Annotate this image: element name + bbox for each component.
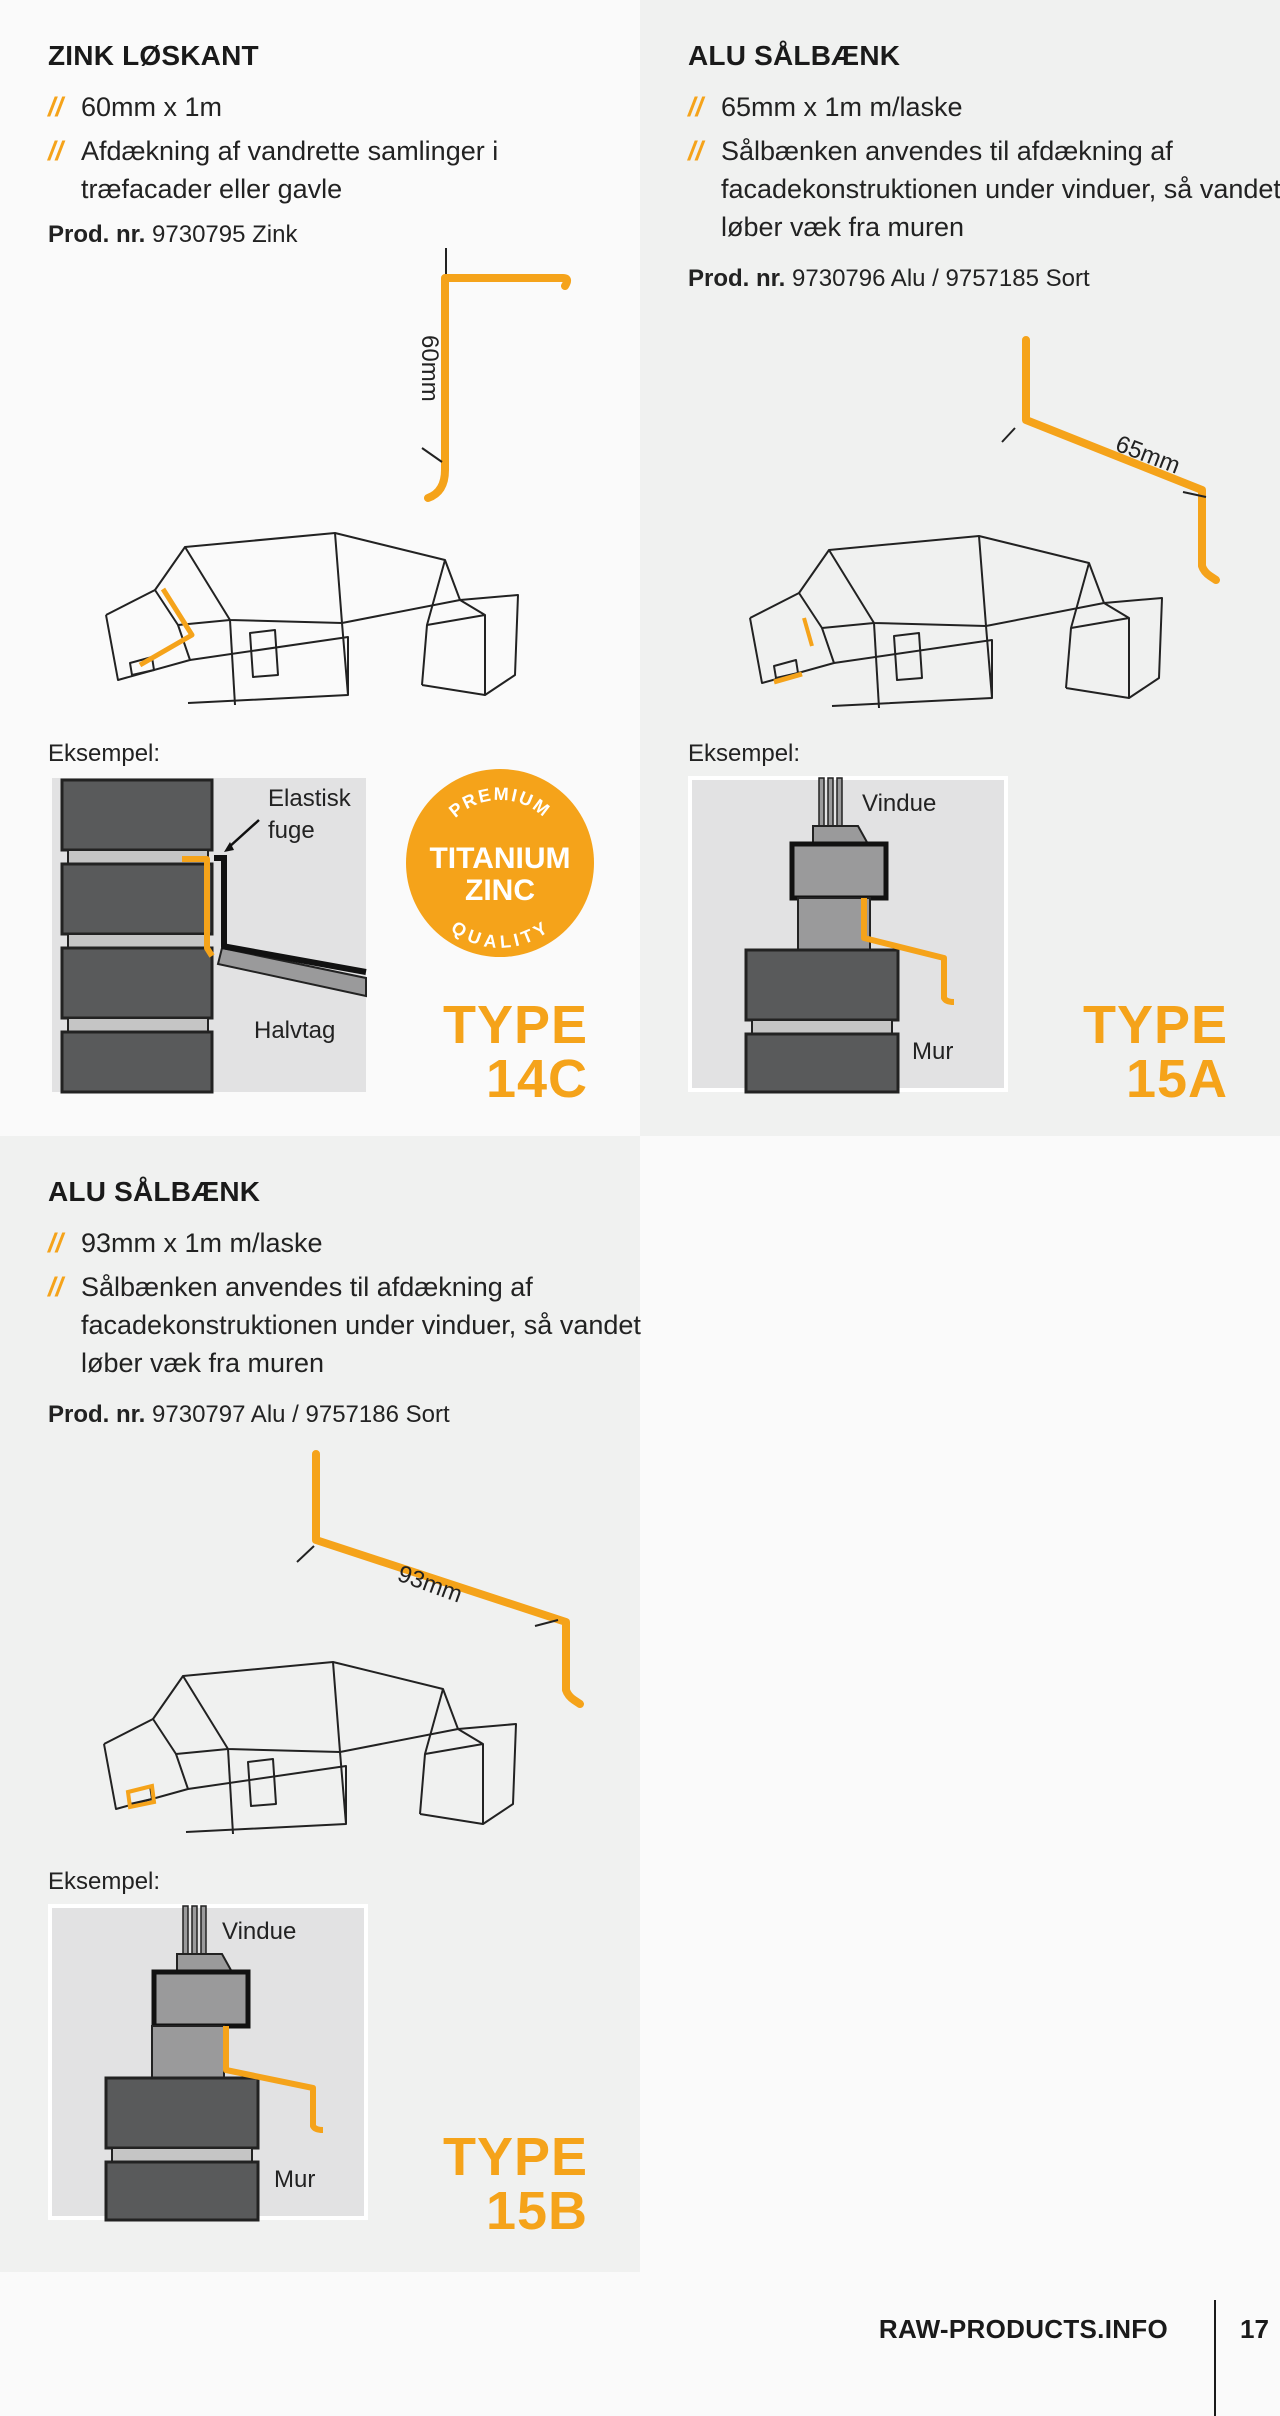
- example-illustration: Elastisk fuge Halvtag: [52, 778, 367, 1094]
- slash-icon: //: [48, 1272, 64, 1302]
- example-label-elastisk: Elastisk: [268, 785, 352, 812]
- footer-divider: [1214, 2300, 1216, 2416]
- prod-label: Prod. nr.: [48, 221, 146, 248]
- prod-value: 9730795 Zink: [152, 221, 298, 248]
- bullet-text: 65mm x 1m m/laske: [721, 92, 963, 122]
- example-label: Eksempel:: [688, 740, 801, 767]
- product-bullets: // 65mm x 1m m/laske // Sålbænken anvendes…: [688, 88, 1280, 252]
- product-panel-alu-salbaenk-93: ALU SÅLBÆNK // 93mm x 1m m/laske // Sålbæn…: [0, 1136, 641, 2272]
- example-illustration: Vindue Mur: [688, 776, 1008, 1094]
- example-illustration: Vindue Mur: [48, 1904, 368, 2222]
- product-title: ALU SÅLBÆNK: [48, 1176, 261, 1207]
- house-drawing: [749, 535, 1163, 709]
- house-drawing: [105, 532, 519, 706]
- profile-drawing: 93mm: [296, 1450, 584, 1708]
- type-code: 15A: [1125, 1049, 1228, 1109]
- example-label: Eksempel:: [48, 740, 161, 767]
- example-label: Eksempel:: [48, 1868, 161, 1895]
- bullet-text: Sålbænken anvendes til afdækning af faca…: [81, 1272, 641, 1378]
- titanium-zinc-badge: PREMIUM TITANIUM ZINC QUALITY: [406, 769, 594, 957]
- badge-zinc: ZINC: [465, 874, 535, 907]
- slash-icon: //: [48, 92, 64, 122]
- type-code: 14C: [485, 1049, 588, 1109]
- website-link[interactable]: RAW-PRODUCTS.INFO: [878, 2314, 1168, 2344]
- example-label-vindue: Vindue: [862, 790, 936, 817]
- profile-drawing: 65mm: [1001, 336, 1220, 584]
- prod-label: Prod. nr.: [48, 1401, 146, 1428]
- example-label-mur: Mur: [274, 2166, 315, 2193]
- example-label-mur: Mur: [912, 1038, 953, 1065]
- product-panel-alu-salbaenk-65: ALU SÅLBÆNK // 65mm x 1m m/laske // Sålbæn…: [640, 0, 1280, 1136]
- slash-icon: //: [688, 92, 704, 122]
- type-code: 15B: [485, 2181, 588, 2241]
- dimension-label: 93mm: [394, 1560, 466, 1608]
- type-label: TYPE 15A: [1083, 998, 1228, 1106]
- product-number: Prod. nr. 9730795 Zink: [48, 221, 297, 249]
- type-word: TYPE: [442, 2127, 588, 2187]
- product-panel-zink-loskant: ZINK LØSKANT // 60mm x 1m // Afdækning af …: [0, 0, 640, 1136]
- bullet-item: // Sålbænken anvendes til afdækning af fa…: [688, 132, 1280, 246]
- bullet-text: Sålbænken anvendes til afdækning af faca…: [721, 136, 1280, 242]
- product-title: ALU SÅLBÆNK: [688, 40, 901, 71]
- bullet-text: 93mm x 1m m/laske: [81, 1228, 323, 1258]
- type-label: TYPE 14C: [443, 998, 588, 1106]
- product-bullets: // 60mm x 1m // Afdækning af vandrette sam…: [48, 88, 633, 214]
- prod-value: 9730797 Alu / 9757186 Sort: [152, 1401, 450, 1428]
- example-label-vindue: Vindue: [222, 1918, 296, 1945]
- bullet-text: Afdækning af vandrette samlinger i træfa…: [81, 136, 499, 204]
- bullet-text: 60mm x 1m: [81, 92, 223, 122]
- bullet-item: // Afdækning af vandrette samlinger i træ…: [48, 132, 551, 208]
- prod-value: 9730796 Alu / 9757185 Sort: [792, 265, 1090, 292]
- slash-icon: //: [48, 136, 64, 166]
- product-number: Prod. nr. 9730796 Alu / 9757185 Sort: [688, 265, 1090, 293]
- product-title: ZINK LØSKANT: [48, 40, 259, 71]
- bullet-item: // 65mm x 1m m/laske: [688, 88, 1273, 126]
- bullet-item: // Sålbænken anvendes til afdækning af fa…: [48, 1268, 641, 1382]
- bullet-item: // 60mm x 1m: [48, 88, 633, 126]
- type-word: TYPE: [1082, 995, 1228, 1055]
- product-number: Prod. nr. 9730797 Alu / 9757186 Sort: [48, 1401, 450, 1429]
- dimension-label: 60mm: [416, 335, 443, 402]
- bullet-item: // 93mm x 1m m/laske: [48, 1224, 633, 1262]
- badge-titanium: TITANIUM: [429, 842, 570, 875]
- product-bullets: // 93mm x 1m m/laske // Sålbænken anvendes…: [48, 1224, 641, 1388]
- slash-icon: //: [688, 136, 704, 166]
- example-label-fuge: fuge: [268, 817, 315, 844]
- profile-drawing: 60mm: [416, 248, 572, 502]
- house-drawing: [103, 1661, 517, 1835]
- type-label: TYPE 15B: [443, 2130, 588, 2238]
- slash-icon: //: [48, 1228, 64, 1258]
- example-label-halvtag: Halvtag: [254, 1017, 335, 1044]
- type-word: TYPE: [442, 995, 588, 1055]
- page-number: 17: [1240, 2314, 1269, 2344]
- prod-label: Prod. nr.: [688, 265, 786, 292]
